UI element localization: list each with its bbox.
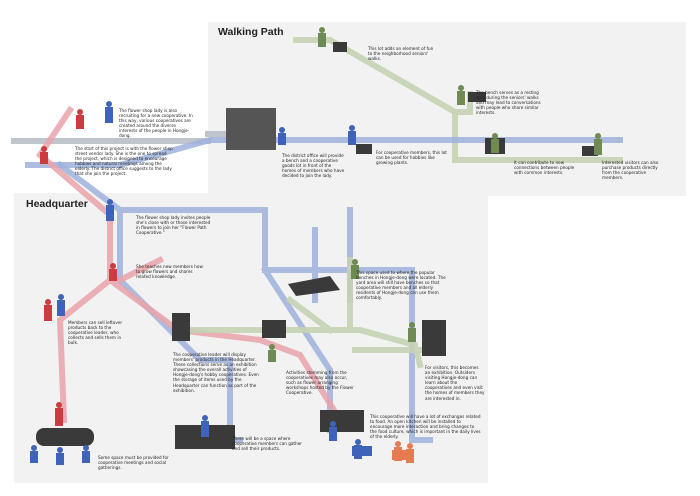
figure-green-7	[409, 322, 415, 328]
bench-2	[468, 92, 486, 102]
plant-lot-3	[582, 146, 598, 156]
blue-path-2	[55, 160, 433, 443]
figure-blue-4	[107, 199, 113, 205]
plant-lot-1	[356, 144, 372, 154]
kitchen-counter	[320, 410, 364, 432]
display-shelf-2	[422, 320, 446, 356]
figure-green-4	[595, 133, 601, 139]
figure-green-2	[458, 85, 464, 91]
figure-blue-7	[330, 421, 336, 427]
note-district-office: The district office will provide a bench…	[282, 153, 345, 179]
display-shelf-1	[172, 313, 190, 341]
meeting-table	[36, 428, 94, 446]
figure-red-2	[41, 146, 47, 152]
note-invites: The flower shop lady invites people she'…	[136, 215, 211, 236]
figure-orange-1	[395, 441, 401, 447]
note-recruiting: The flower shop lady is also recruiting …	[119, 108, 193, 139]
blue-path	[25, 137, 623, 168]
bench-1	[333, 42, 347, 52]
bench-hq	[288, 276, 340, 296]
work-table	[262, 320, 286, 338]
note-teaches: She teaches new members how to grow flow…	[136, 264, 203, 280]
figure-blue-11	[355, 439, 361, 445]
note-exhibition: For visitors, this becomes an exhibition…	[425, 365, 485, 401]
walking-path-title: Walking Path	[218, 26, 284, 38]
walking-path-objects	[226, 42, 598, 156]
figure-blue-8	[31, 445, 37, 451]
headquarter-title: Headquarter	[26, 198, 88, 210]
figure-green-3	[492, 133, 498, 139]
note-bench-rest: The bench serves as a resting spot durin…	[476, 90, 541, 116]
note-meetings: Some space must be provided for cooperat…	[98, 455, 169, 471]
note-visitors-purchase: Interested visitors can also purchase pr…	[602, 160, 659, 181]
figure-green-5	[352, 259, 358, 265]
figure-red-5	[56, 402, 62, 408]
note-fun-lot: This lot adds an element of fun to the n…	[368, 46, 434, 62]
figure-red-3	[110, 263, 116, 269]
note-popular-benches: This space used to where the popular ben…	[356, 270, 446, 301]
note-gather-sell: There will be a space where cooperative …	[232, 436, 303, 452]
note-project-start: The start of this project is with the fl…	[75, 146, 173, 177]
green-path-2	[177, 257, 424, 369]
people	[30, 27, 602, 465]
figure-blue-1	[106, 101, 112, 107]
figure-blue-6	[202, 415, 208, 421]
figure-blue-9	[57, 447, 63, 453]
figure-blue-10	[83, 445, 89, 451]
note-sell-leftover: Members can sell leftover products back …	[68, 320, 123, 346]
figure-green-1	[319, 27, 325, 33]
note-open-kitchen: This cooperative will have a lot of exch…	[370, 414, 481, 440]
note-hobby-lot: For cooperative members, this lot can be…	[376, 150, 447, 166]
figure-blue-3	[349, 125, 355, 131]
figure-orange-2	[407, 443, 413, 449]
figure-red-4	[45, 299, 51, 305]
vendor-cart	[226, 108, 276, 150]
figure-green-6	[269, 344, 275, 350]
note-workshops: Activities stemming from the cooperative…	[286, 370, 354, 396]
note-connections: It can contribute to new connections bet…	[514, 160, 575, 176]
note-display-products: The cooperative leader will display memb…	[173, 352, 259, 393]
figure-blue-2	[279, 127, 285, 133]
figure-blue-5	[58, 294, 64, 300]
figure-red-1	[77, 109, 83, 115]
